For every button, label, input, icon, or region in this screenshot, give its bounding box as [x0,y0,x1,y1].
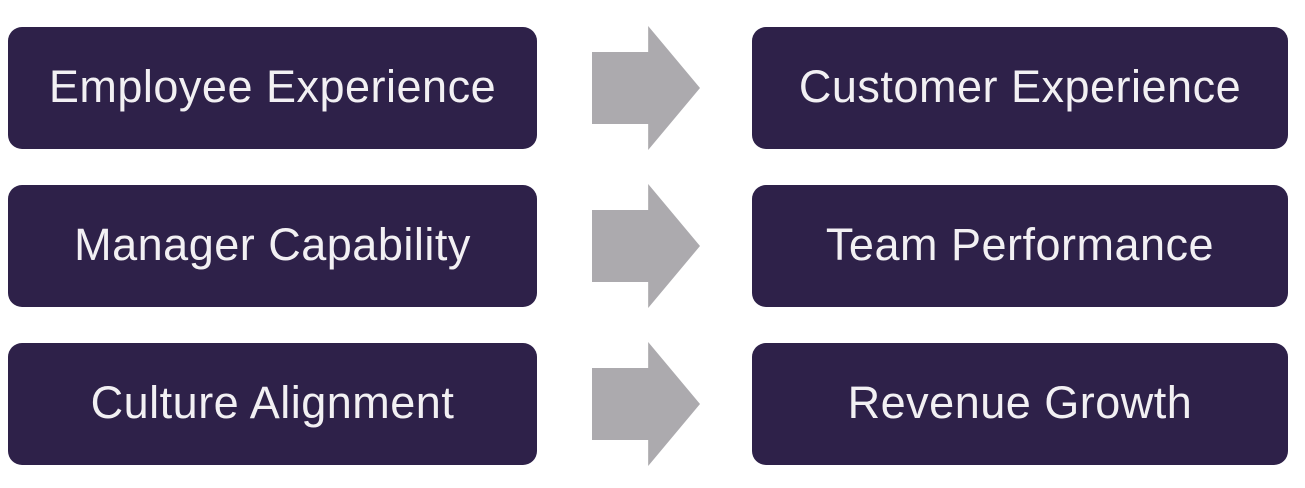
diagram-row-3: Culture Alignment Revenue Growth [0,342,1305,466]
driver-box-manager-capability: Manager Capability [8,185,537,307]
arrow-right-icon [592,184,700,308]
driver-label: Employee Experience [48,60,497,112]
outcome-box-customer-experience: Customer Experience [752,27,1288,149]
outcome-label: Customer Experience [798,60,1242,112]
diagram-row-1: Employee Experience Customer Experience [0,26,1305,150]
outcome-box-team-performance: Team Performance [752,185,1288,307]
arrow-right-icon [592,342,700,466]
arrow-right-icon [592,26,700,150]
outcome-label: Revenue Growth [847,376,1193,428]
driver-box-employee-experience: Employee Experience [8,27,537,149]
driver-label: Culture Alignment [90,376,455,428]
driver-label: Manager Capability [74,218,471,270]
outcome-label: Team Performance [825,218,1215,270]
driver-box-culture-alignment: Culture Alignment [8,343,537,465]
diagram-row-2: Manager Capability Team Performance [0,184,1305,308]
outcome-box-revenue-growth: Revenue Growth [752,343,1288,465]
